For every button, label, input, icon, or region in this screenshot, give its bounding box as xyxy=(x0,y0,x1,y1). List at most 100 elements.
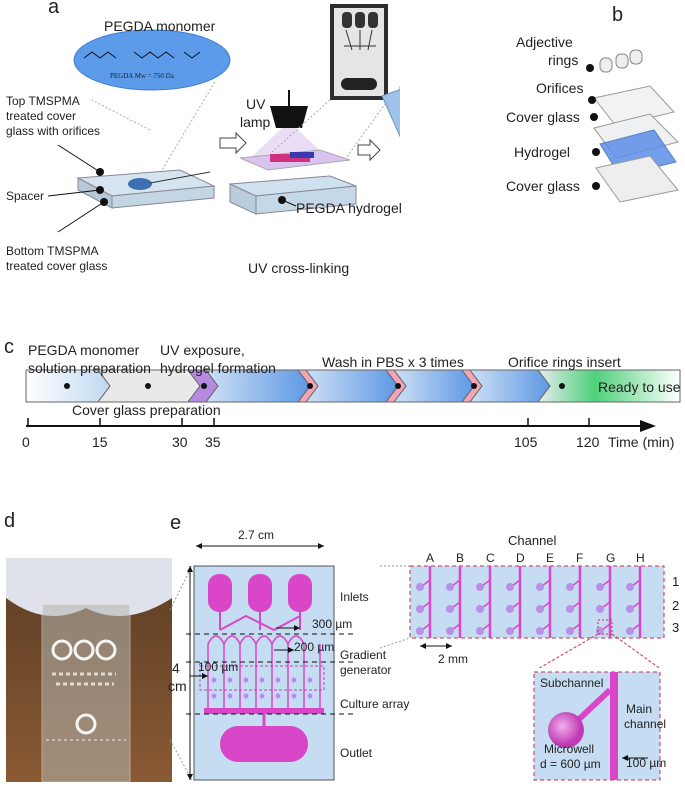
bottom-glass-line1: Bottom TMSPMA xyxy=(6,244,99,258)
microwell xyxy=(476,627,484,635)
microwell xyxy=(566,627,574,635)
microwell xyxy=(566,583,574,591)
hydrogel-label: PEGDA hydrogel xyxy=(296,200,402,216)
spacer-label: Spacer xyxy=(6,189,45,203)
region-gradient-line2: generator xyxy=(340,663,392,677)
monomer-formula: PEGDA Mw = 750 Da xyxy=(110,72,174,80)
col-c: C xyxy=(486,551,495,565)
detail-view xyxy=(533,671,661,781)
tick-35: 35 xyxy=(205,434,221,450)
row-3: 3 xyxy=(672,620,680,635)
region-culture: Culture array xyxy=(340,697,410,711)
row-2: 2 xyxy=(672,598,680,613)
col-b: B xyxy=(456,551,465,565)
microwell xyxy=(506,583,514,591)
microwell xyxy=(566,605,574,613)
panel-e-label: e xyxy=(170,512,182,534)
col-e: E xyxy=(546,551,555,565)
hydrogel-b-label: Hydrogel xyxy=(514,144,571,160)
microwell xyxy=(416,583,424,591)
tick-15: 15 xyxy=(92,434,108,450)
microwell xyxy=(506,627,514,635)
panel-b-label: b xyxy=(612,4,624,26)
microwell xyxy=(536,605,544,613)
channel-title: Channel xyxy=(508,533,557,548)
device-photo xyxy=(6,558,172,782)
orifices-label: Orifices xyxy=(536,80,584,96)
panel-a-label: a xyxy=(48,0,60,18)
step-wash: Wash in PBS x 3 times xyxy=(322,354,464,370)
col-g: G xyxy=(606,551,616,565)
microwell xyxy=(536,627,544,635)
microwell xyxy=(476,605,484,613)
microwell xyxy=(416,605,424,613)
width-label: 2.7 cm xyxy=(238,528,275,542)
cover-glass-bottom-label: Cover glass xyxy=(506,178,580,194)
step-uv-line1: UV exposure, xyxy=(160,342,245,358)
axis-label: Time (min) xyxy=(608,434,675,450)
panel-c-label: c xyxy=(4,336,14,358)
cover-glass-top-label: Cover glass xyxy=(506,109,580,125)
dim-300: 300 µm xyxy=(312,617,353,631)
row-1: 1 xyxy=(672,574,680,589)
crosslinking-label: UV cross-linking xyxy=(248,260,350,276)
region-inlets: Inlets xyxy=(340,590,369,604)
microwell xyxy=(446,605,454,613)
microwell xyxy=(596,583,604,591)
col-f: F xyxy=(576,551,584,565)
step-monomer-line2: solution preparation xyxy=(28,360,151,376)
microwell xyxy=(596,627,604,635)
detail-main-line1: Main xyxy=(626,702,653,716)
dim-2mm: 2 mm xyxy=(438,652,468,666)
microwell xyxy=(626,605,634,613)
detail-main-line2: channel xyxy=(624,717,667,731)
microwell xyxy=(626,583,634,591)
col-a: A xyxy=(426,551,435,565)
top-glass-line3: glass with orifices xyxy=(6,124,101,138)
detail-microwell-line1: Microwell xyxy=(544,742,595,756)
rings-label-line1: Adjective xyxy=(516,34,573,50)
microwell xyxy=(476,583,484,591)
dim-200: 200 µm xyxy=(294,640,335,654)
microwell xyxy=(446,583,454,591)
tick-30: 30 xyxy=(172,434,188,450)
dim-100: 100 µm xyxy=(198,660,239,674)
step-monomer-line1: PEGDA monomer xyxy=(28,342,140,358)
panel-a-figure xyxy=(47,4,400,233)
microwell xyxy=(626,627,634,635)
panel-d-label: d xyxy=(4,510,16,532)
top-glass-line1: Top TMSPMA xyxy=(6,94,80,108)
microwell xyxy=(506,605,514,613)
step-ready: Ready to use xyxy=(598,379,681,395)
photo-zoom-lines xyxy=(170,565,193,781)
tick-0: 0 xyxy=(22,434,30,450)
panel-c-timeline xyxy=(25,369,681,432)
channel-array xyxy=(380,565,665,668)
microwell xyxy=(416,627,424,635)
step-cover-glass: Cover glass preparation xyxy=(72,402,221,418)
region-gradient-line1: Gradient xyxy=(340,648,387,662)
step-orifice: Orifice rings insert xyxy=(508,354,621,370)
detail-subchannel: Subchannel xyxy=(540,676,604,690)
detail-microwell-line2: d = 600 µm xyxy=(540,757,601,771)
microwell xyxy=(536,583,544,591)
monomer-title: PEGDA monomer xyxy=(104,18,216,34)
col-d: D xyxy=(516,551,525,565)
detail-dim-100: 100 µm xyxy=(626,756,667,770)
microwell xyxy=(446,627,454,635)
top-glass-line2: treated cover xyxy=(6,109,77,123)
chip-layout xyxy=(186,543,356,781)
rings-label-line2: rings xyxy=(548,52,579,68)
height-label-line1: 4 xyxy=(172,660,180,676)
panel-b-leaders xyxy=(586,64,600,190)
region-outlet: Outlet xyxy=(340,746,373,760)
uv-lamp-line1: UV xyxy=(246,96,266,112)
tick-105: 105 xyxy=(514,434,538,450)
step-uv-line2: hydrogel formation xyxy=(160,360,276,376)
bottom-glass-line2: treated cover glass xyxy=(6,259,108,273)
uv-lamp-line2: lamp xyxy=(240,114,271,130)
microwell xyxy=(596,605,604,613)
col-h: H xyxy=(636,551,645,565)
panel-b-figure xyxy=(593,49,679,203)
height-label-line2: cm xyxy=(168,678,187,694)
